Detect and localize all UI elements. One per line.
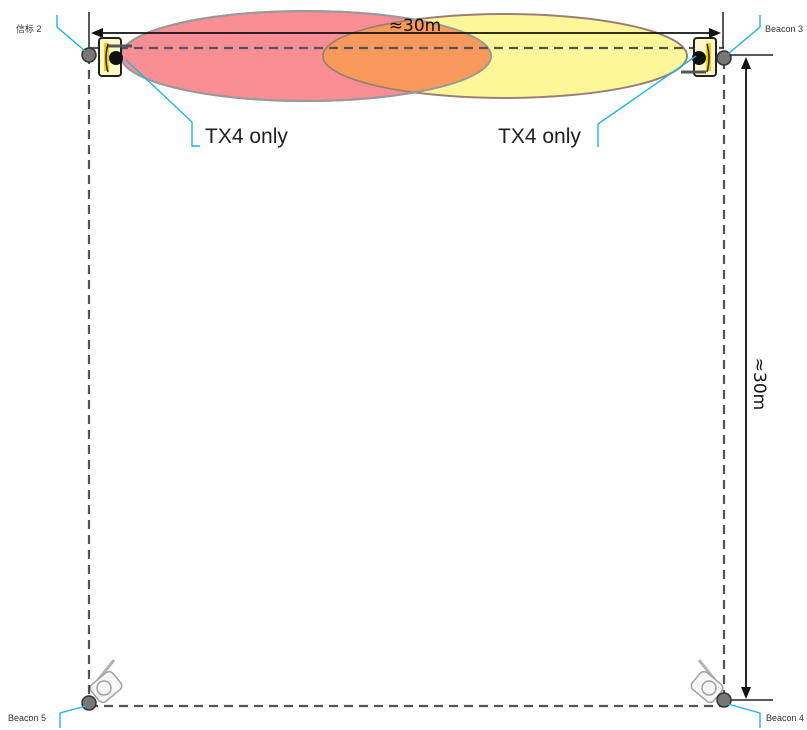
right-beam-outline xyxy=(322,13,688,99)
beacon-3-marker xyxy=(716,50,732,66)
arrowhead-top xyxy=(741,57,751,69)
beacon-2-marker xyxy=(81,47,97,63)
vertical-dimension: ≈30m xyxy=(730,54,773,701)
device-bottom-left xyxy=(89,659,123,704)
arrowhead-bottom xyxy=(741,687,751,699)
callout-beacon-4 xyxy=(727,703,761,728)
beacon-5-marker xyxy=(81,695,97,711)
tx-device-left xyxy=(98,37,132,77)
vertical-distance-label: ≈30m xyxy=(749,358,769,410)
beacon-3-label: Beacon 3 xyxy=(765,24,803,34)
arrowhead-left xyxy=(91,28,103,38)
callout-tx-left xyxy=(125,59,200,147)
beacon-2-label: 信标 2 xyxy=(16,23,42,34)
callout-beacon-2 xyxy=(56,15,86,52)
arrowhead-right xyxy=(709,28,721,38)
beacon-4-label: Beacon 4 xyxy=(766,713,804,723)
tx-label-right: TX4 only xyxy=(498,125,581,148)
horizontal-distance-label: ≈30m xyxy=(389,16,441,36)
tx-device-right xyxy=(681,37,717,77)
tx-label-left: TX4 only xyxy=(205,125,288,148)
beacon-5-label: Beacon 5 xyxy=(8,713,46,723)
area-boundary xyxy=(87,55,726,708)
beacon-4-marker xyxy=(716,692,732,708)
callout-beacon-3 xyxy=(727,15,761,55)
horizontal-dimension: ≈30m xyxy=(88,12,724,48)
callout-tx-right xyxy=(597,55,697,147)
callout-lines xyxy=(56,15,761,728)
callout-beacon-5 xyxy=(59,705,87,728)
